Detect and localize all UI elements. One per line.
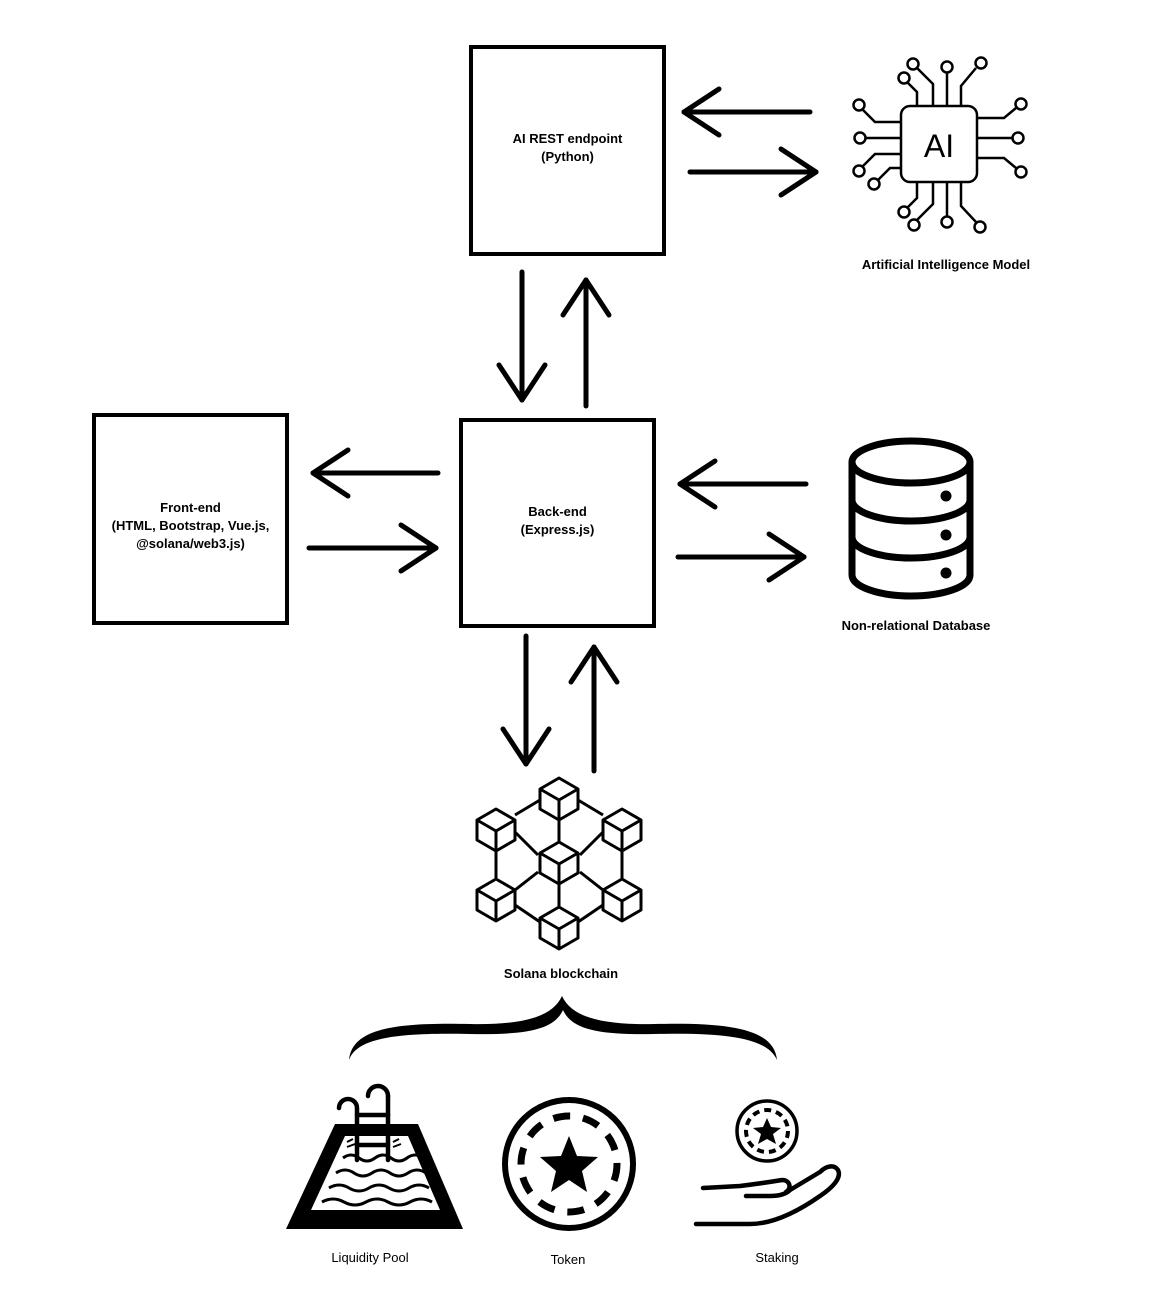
arrow-frontend-to-backend — [306, 522, 439, 574]
staking-icon — [693, 1099, 842, 1227]
liquidity-pool-icon — [286, 1083, 463, 1229]
cube-right-lower — [601, 877, 643, 923]
cube-top — [538, 776, 580, 822]
curly-brace — [349, 996, 777, 1060]
arrow-database-to-backend — [677, 458, 809, 510]
ai-endpoint-label: AI REST endpoint (Python) — [512, 131, 623, 164]
liquidity-pool-caption: Liquidity Pool — [331, 1250, 409, 1265]
database-icon — [848, 437, 974, 600]
arrow-endpoint-to-backend — [496, 269, 548, 403]
arrow-blockchain-to-backend — [568, 644, 620, 774]
arrow-backend-to-blockchain — [500, 633, 552, 767]
arrow-backend-to-frontend — [310, 447, 441, 499]
cube-bottom — [538, 905, 580, 951]
cube-right-upper — [601, 807, 643, 853]
arrow-backend-to-endpoint — [560, 277, 612, 409]
ai-chip-icon — [852, 56, 1028, 234]
ai-endpoint-box: AI REST endpoint (Python) — [469, 45, 666, 256]
ai-chip-text: AI — [924, 128, 954, 164]
blockchain-icon — [475, 776, 643, 951]
token-caption: Token — [550, 1252, 586, 1267]
database-caption: Non-relational Database — [841, 618, 991, 633]
blockchain-caption: Solana blockchain — [503, 966, 619, 981]
blockchain-links — [494, 798, 624, 924]
frontend-label: Front-end (HTML, Bootstrap, Vue.js, @sol… — [111, 500, 270, 551]
backend-label: Back-end (Express.js) — [520, 504, 595, 537]
arrow-backend-to-database — [675, 531, 807, 583]
ai-model-caption: Artificial Intelligence Model — [861, 257, 1031, 272]
arrow-model-to-endpoint — [681, 86, 813, 138]
staking-caption: Staking — [755, 1250, 799, 1265]
token-icon — [502, 1097, 636, 1231]
arrow-endpoint-to-model — [687, 146, 819, 198]
frontend-box: Front-end (HTML, Bootstrap, Vue.js, @sol… — [92, 413, 289, 625]
cube-left-lower — [475, 877, 517, 923]
cube-center — [538, 840, 580, 886]
database-dots — [940, 490, 952, 579]
backend-box: Back-end (Express.js) — [459, 418, 656, 628]
cube-left-upper — [475, 807, 517, 853]
